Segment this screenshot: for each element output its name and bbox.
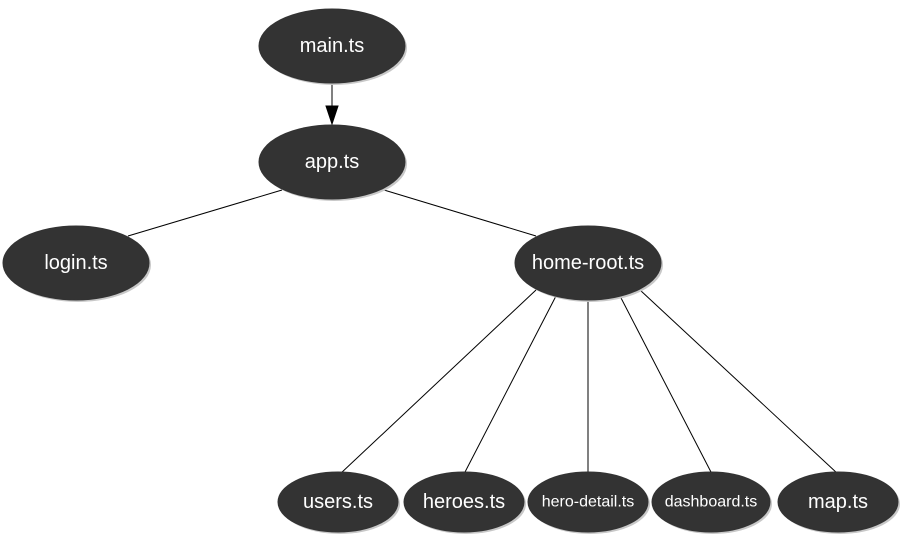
edge-home-root-dashboard <box>619 295 713 475</box>
edge-home-root-heroes <box>463 295 557 475</box>
node-label-users: users.ts <box>303 491 373 513</box>
node-main[interactable]: main.ts <box>258 8 407 85</box>
node-app[interactable]: app.ts <box>258 124 407 201</box>
edge-home-root-map <box>639 289 839 475</box>
node-home-root[interactable]: home-root.ts <box>514 225 663 302</box>
node-label-map: map.ts <box>808 491 868 513</box>
node-map[interactable]: map.ts <box>777 471 900 534</box>
node-users[interactable]: users.ts <box>277 471 400 534</box>
node-label-home-root: home-root.ts <box>532 252 644 274</box>
edge-app-home-root <box>383 189 537 237</box>
node-label-heroes: heroes.ts <box>423 491 505 513</box>
node-login[interactable]: login.ts <box>2 225 151 302</box>
node-label-login: login.ts <box>44 252 107 274</box>
edges <box>127 84 839 475</box>
node-label-main: main.ts <box>300 35 364 57</box>
edge-app-login <box>127 189 283 237</box>
node-label-dashboard: dashboard.ts <box>665 494 758 511</box>
node-label-app: app.ts <box>305 151 359 173</box>
arrowhead-main-app <box>325 105 339 126</box>
edge-home-root-users <box>339 289 537 475</box>
node-dashboard[interactable]: dashboard.ts <box>651 471 772 534</box>
node-label-hero-detail: hero-detail.ts <box>542 494 635 511</box>
node-heroes[interactable]: heroes.ts <box>403 471 526 534</box>
node-hero-detail[interactable]: hero-detail.ts <box>527 471 650 534</box>
